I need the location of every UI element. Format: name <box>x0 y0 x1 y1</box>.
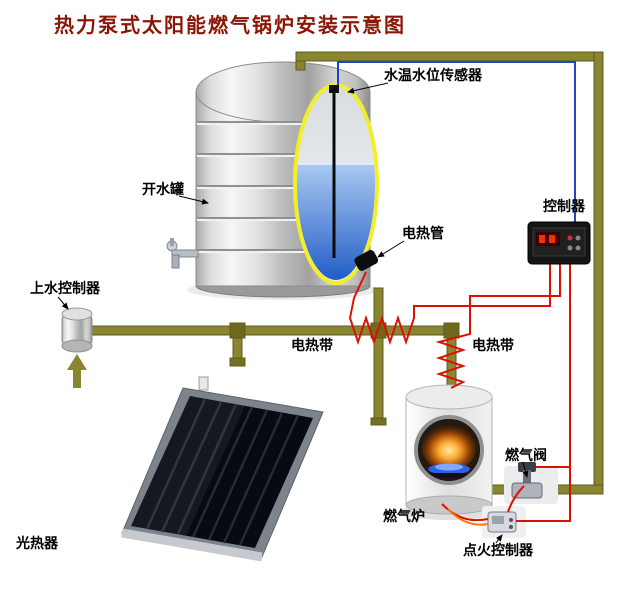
faucet-icon <box>166 238 199 269</box>
label-controller: 控制器 <box>543 199 585 215</box>
diagram-title: 热力泵式太阳能燃气锅炉安装示意图 <box>54 13 406 37</box>
label-heat-tape-left: 电热带 <box>291 338 333 354</box>
leader-heater <box>377 240 405 258</box>
ignition-valve-wire <box>507 485 525 513</box>
pipe-tee-fitting <box>229 322 246 339</box>
water-supply-controller-unit <box>61 307 93 353</box>
boiler-ignition-wire <box>441 503 489 522</box>
label-heat-tape-right: 电热带 <box>472 338 514 354</box>
label-ignition: 点火控制器 <box>463 543 533 559</box>
gas-boiler-unit <box>399 384 499 520</box>
gas-valve-unit <box>504 462 558 504</box>
leader-sensor <box>347 82 389 94</box>
label-heater-tube: 电热管 <box>402 226 444 242</box>
electric-heater-tube <box>354 250 379 271</box>
solar-collector-panel <box>121 376 324 562</box>
ignition-controller-unit <box>482 506 526 538</box>
controller-unit <box>527 221 591 265</box>
pipe-right-vertical <box>593 51 604 494</box>
label-water-sensor: 水温水位传感器 <box>384 68 482 84</box>
heat-tape-wires <box>348 264 571 526</box>
pipe-top-horizontal <box>295 51 604 62</box>
leader-ignition <box>495 534 503 544</box>
sensor-head <box>329 85 339 93</box>
label-boiling-tank: 开水罐 <box>142 182 184 198</box>
label-solar-collector: 光热器 <box>16 536 58 552</box>
label-supply-controller: 上水控制器 <box>30 281 100 297</box>
sensor-cable <box>337 61 576 222</box>
boiler-ignition-wire-2 <box>447 508 489 526</box>
valve-solenoid <box>518 462 536 472</box>
heat-tape-left-coil <box>348 264 551 346</box>
label-gas-boiler: 燃气炉 <box>383 509 425 525</box>
pipe-tee-fitting <box>443 322 460 339</box>
leader-supply <box>57 296 69 310</box>
flame-glow <box>422 425 476 471</box>
heat-tape-right-coil <box>435 264 561 389</box>
tank-cutaway <box>293 83 379 285</box>
inlet-flow-arrow <box>67 354 87 388</box>
leader-lines <box>57 82 529 544</box>
panel-port <box>198 376 209 391</box>
panel-stripes <box>145 398 300 546</box>
leader-tank <box>178 195 209 205</box>
leader-valve <box>522 461 529 478</box>
label-gas-valve: 燃气阀 <box>505 448 547 464</box>
pipe-collector-drop <box>373 334 384 423</box>
ignition-power-wire <box>516 264 571 522</box>
